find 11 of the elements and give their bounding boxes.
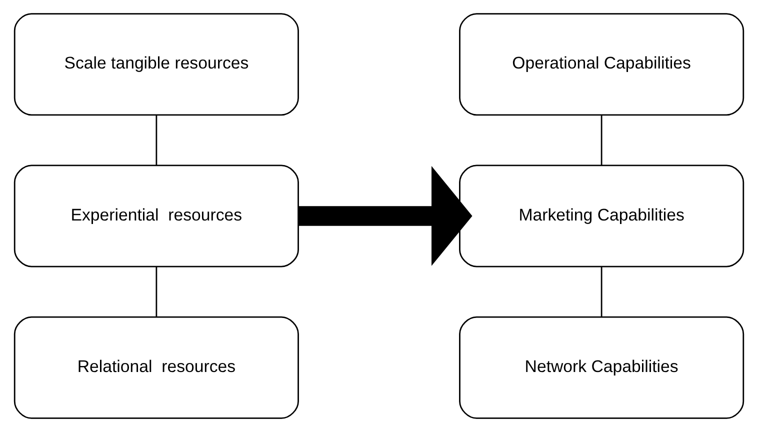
node-box: Network Capabilities	[459, 316, 744, 419]
connector	[600, 115, 602, 166]
arrow	[298, 166, 472, 266]
connector	[156, 266, 158, 317]
connector	[600, 266, 602, 317]
node-box: Relational resources	[14, 316, 299, 419]
connector	[156, 115, 158, 166]
node-box: Marketing Capabilities	[459, 164, 744, 268]
node-box: Scale tangible resources	[14, 13, 299, 116]
node-box: Operational Capabilities	[459, 13, 744, 116]
node-box: Experiential resources	[14, 164, 299, 268]
